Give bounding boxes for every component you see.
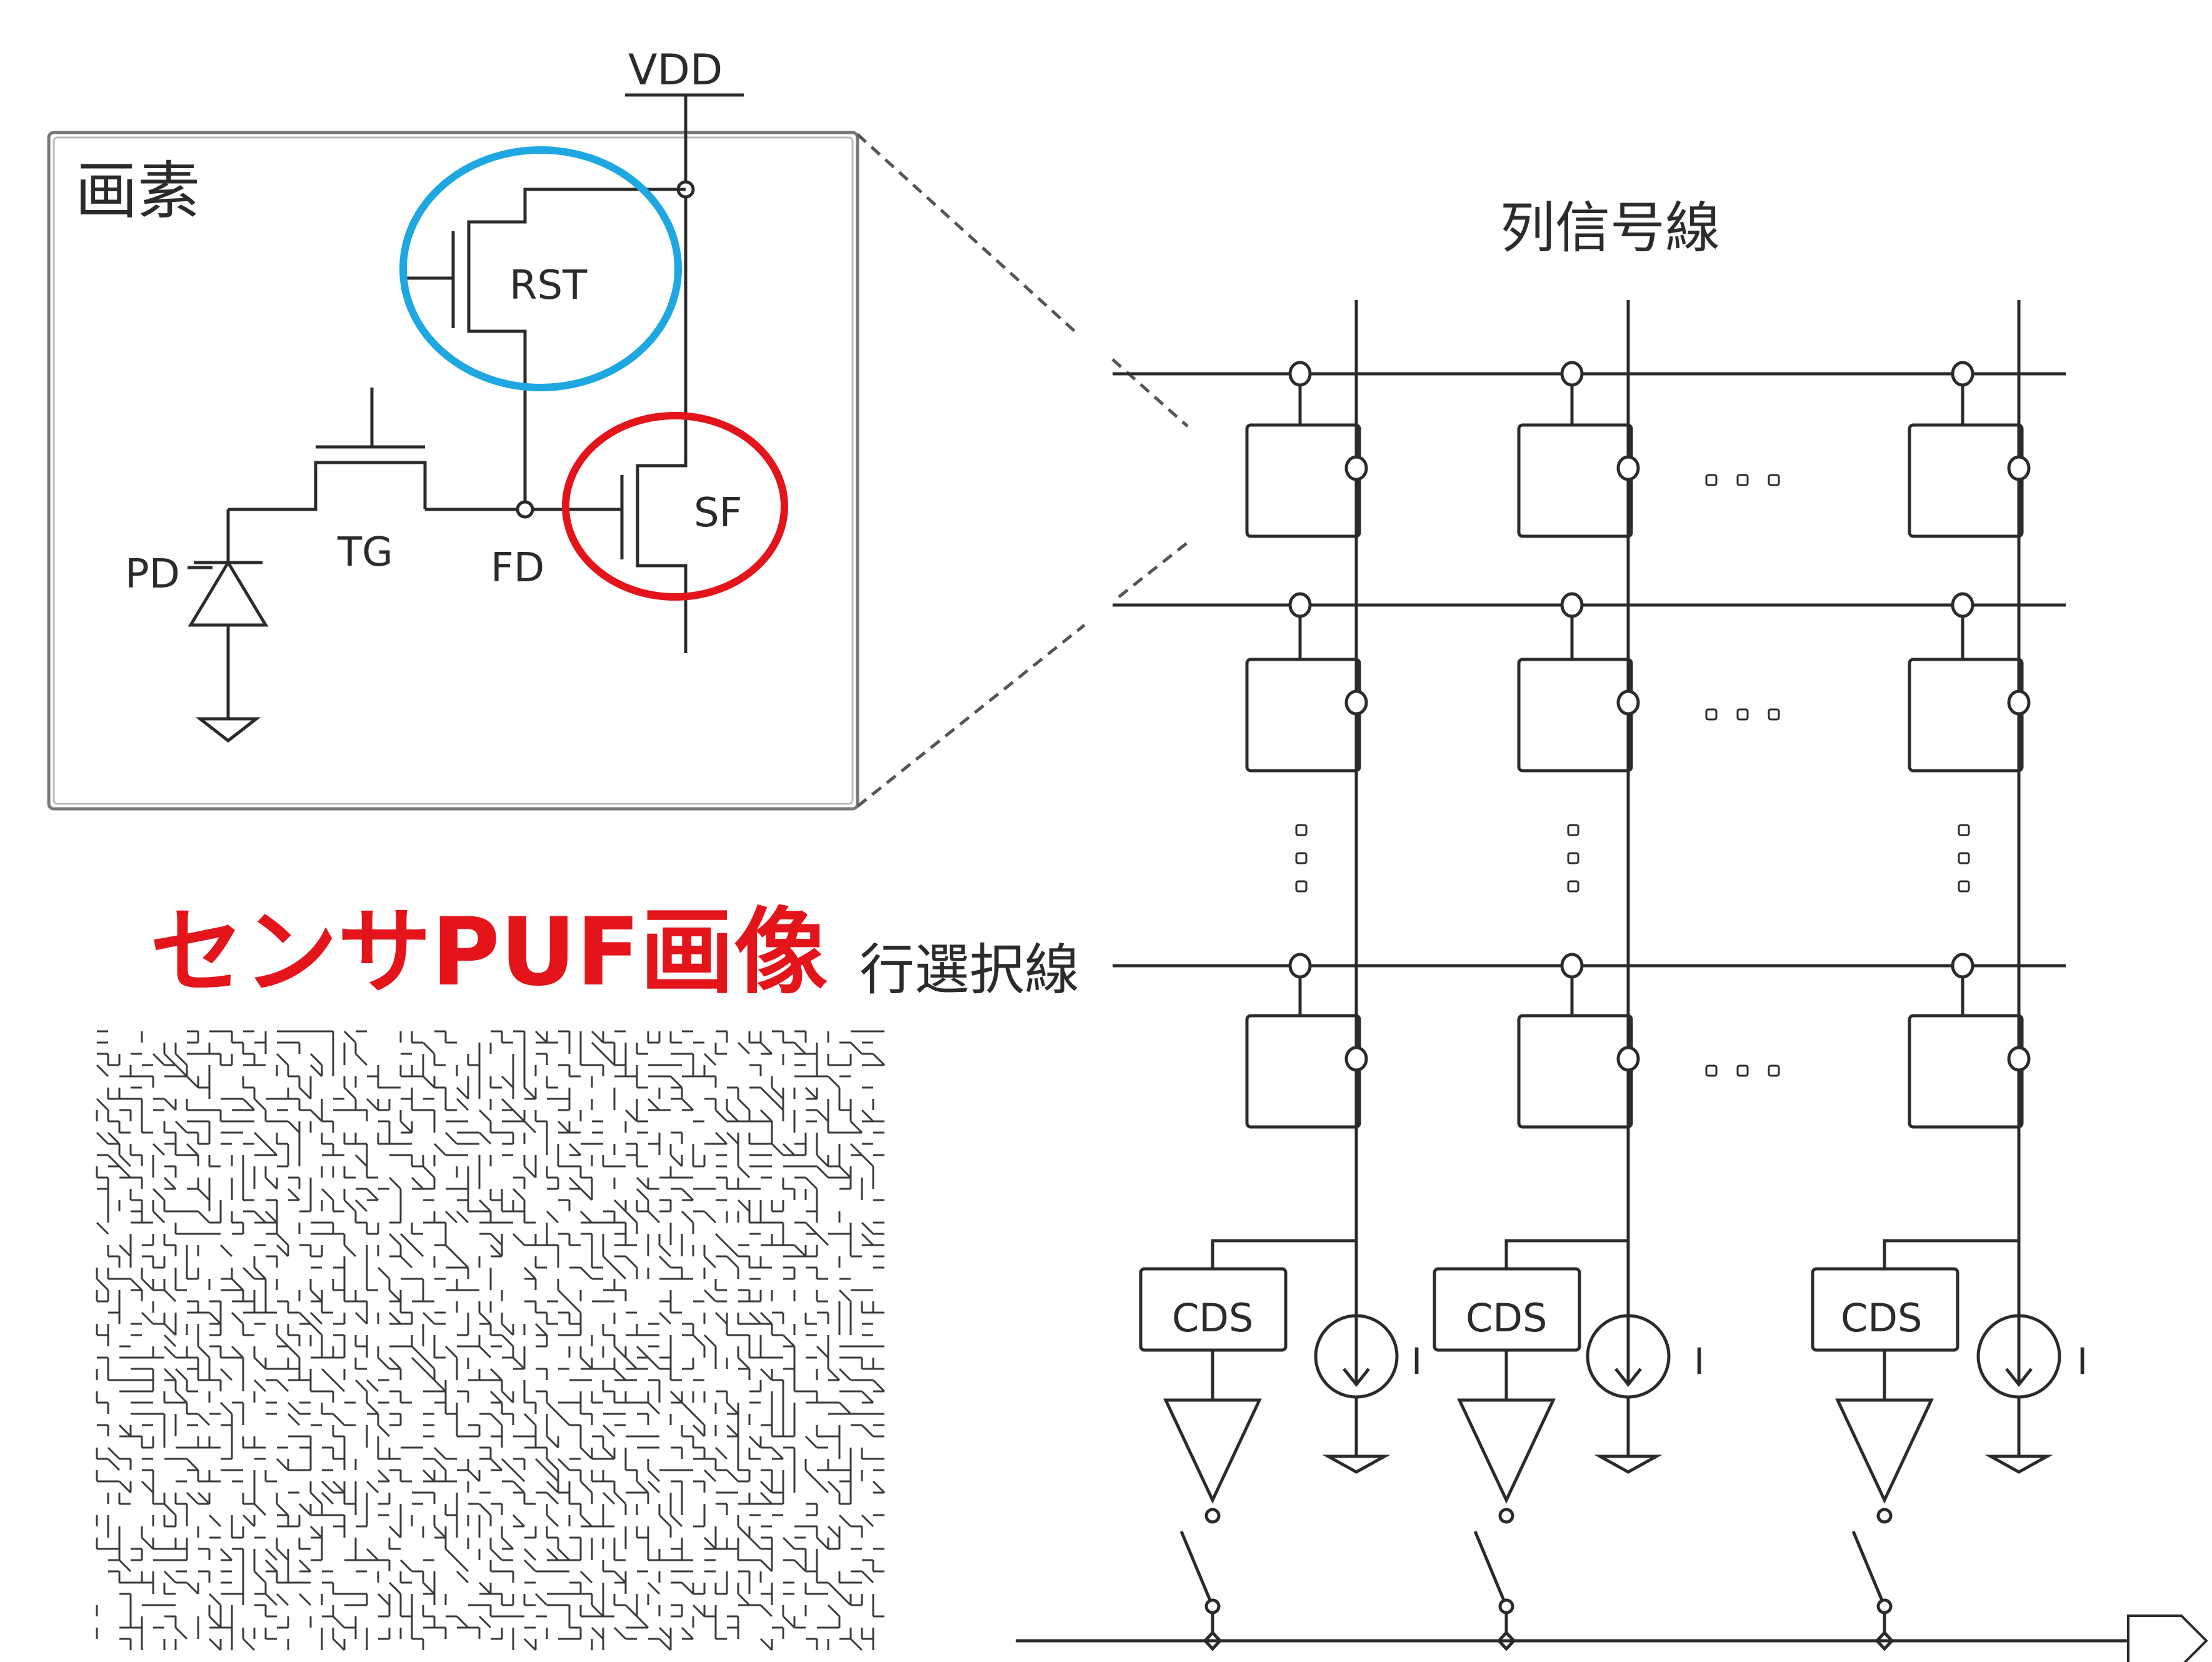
- row-node: [1288, 361, 1312, 387]
- pixel-frame: [47, 131, 859, 811]
- sf-highlight-circle: [562, 412, 788, 601]
- ellipsis-dot: [1958, 880, 1970, 893]
- rst-label: RST: [509, 263, 588, 309]
- tg-label: TG: [337, 529, 393, 576]
- sf-drain-wire: [636, 450, 688, 653]
- ellipsis-dot: [1295, 852, 1308, 864]
- puf-noise-pattern: [96, 1030, 886, 1651]
- column-node: [1344, 455, 1368, 481]
- ellipsis-dot: [1736, 708, 1749, 721]
- row-node: [1951, 361, 1974, 387]
- buffer-out-node: [1498, 1508, 1514, 1524]
- ellipsis-dot: [1736, 1064, 1749, 1077]
- zoom-callout-lines: [856, 133, 1189, 808]
- ellipsis-dot: [1295, 824, 1308, 836]
- buffer-out-node: [1204, 1508, 1221, 1524]
- cds-label-2: CDS: [1466, 1295, 1547, 1341]
- column-node: [1616, 455, 1640, 481]
- row-node: [1560, 953, 1584, 979]
- pd-ground-icon: [195, 717, 261, 743]
- pixel-array: [1016, 300, 2208, 1662]
- column-node: [1344, 1046, 1368, 1072]
- rst-drain-wire: [467, 188, 686, 509]
- pixel-cell: [1245, 423, 1361, 538]
- buffer-out-node: [1876, 1508, 1893, 1524]
- ellipsis-dot: [1295, 880, 1308, 893]
- row-select-line-label: 行選択線: [859, 938, 1079, 1002]
- current-source-label-2: I: [1694, 1340, 1704, 1383]
- switch-node: [1204, 1598, 1221, 1614]
- ellipsis-dot: [1958, 852, 1970, 864]
- ground-icon: [1322, 1454, 1391, 1474]
- switch-node: [1498, 1598, 1514, 1614]
- switch-node: [1876, 1598, 1893, 1614]
- ellipsis-dot: [1705, 1064, 1718, 1077]
- buffer-amp: [1163, 1398, 1262, 1504]
- fd-node: [516, 500, 534, 519]
- tg-channel: [228, 461, 427, 511]
- pixel-cell: [1908, 1014, 2024, 1129]
- pixel-box-title: 画素: [75, 154, 200, 228]
- ellipsis-dot: [1705, 474, 1718, 486]
- buffer-amp: [1457, 1398, 1556, 1504]
- row-node: [1288, 953, 1312, 979]
- puf-title: センサPUF画像: [150, 898, 828, 1007]
- current-arrow-head: [2005, 1368, 2033, 1388]
- column-switch: [1473, 1531, 1508, 1607]
- ellipsis-dot: [1768, 708, 1780, 721]
- current-source-label-1: I: [1411, 1340, 1422, 1383]
- ellipsis-dot: [1768, 1064, 1780, 1077]
- pixel-schematic: [47, 93, 859, 811]
- row-node: [1560, 592, 1584, 618]
- row-node: [1560, 361, 1584, 387]
- pd-label: PD: [125, 551, 180, 598]
- current-source-label-3: I: [2077, 1340, 2088, 1383]
- column-node: [1616, 689, 1640, 716]
- ellipsis-dot: [1567, 852, 1579, 864]
- pixel-frame-inner: [53, 136, 854, 805]
- ground-icon: [1594, 1454, 1663, 1474]
- ellipsis-dot: [1567, 824, 1579, 836]
- pixel-cell: [1245, 1014, 1361, 1129]
- column-switch: [1851, 1531, 1886, 1607]
- pixel-cell: [1517, 658, 1633, 773]
- current-arrow-head: [1614, 1368, 1642, 1388]
- ellipsis-dot: [1736, 474, 1749, 486]
- cds-input-wire: [1883, 1239, 2019, 1269]
- pixel-cell: [1245, 658, 1361, 773]
- pixel-cell: [1908, 658, 2024, 773]
- ellipsis-dot: [1567, 880, 1579, 893]
- cds-input-wire: [1504, 1239, 1628, 1269]
- column-node: [2007, 1046, 2031, 1072]
- pixel-cell: [1908, 423, 2024, 538]
- column-node: [2007, 689, 2031, 716]
- output-arrow: [2127, 1614, 2208, 1662]
- pixel-cell: [1517, 1014, 1633, 1129]
- pd-diode-symbol: [188, 559, 269, 627]
- fd-label: FD: [491, 545, 544, 591]
- puf-noise-image: [96, 1030, 886, 1651]
- row-node: [1951, 592, 1974, 618]
- row-node: [1288, 592, 1312, 618]
- column-node: [1616, 1046, 1640, 1072]
- column-signal-line-label: 列信号線: [1500, 196, 1720, 260]
- buffer-amp: [1835, 1398, 1934, 1504]
- column-node: [1344, 689, 1368, 716]
- column-switch: [1179, 1531, 1214, 1607]
- cds-label-1: CDS: [1172, 1295, 1253, 1341]
- pixel-cell: [1517, 423, 1633, 538]
- cds-label-3: CDS: [1841, 1295, 1922, 1341]
- ellipsis-dot: [1958, 824, 1970, 836]
- ground-icon: [1984, 1454, 2053, 1474]
- rst-highlight-circle: [399, 146, 682, 391]
- vdd-label: VDD: [628, 46, 723, 95]
- cds-input-wire: [1211, 1239, 1356, 1269]
- sf-label: SF: [694, 490, 742, 536]
- ellipsis-dot: [1705, 708, 1718, 721]
- column-node: [2007, 455, 2031, 481]
- ellipsis-dot: [1768, 474, 1780, 486]
- row-node: [1951, 953, 1974, 979]
- current-arrow-head: [1343, 1368, 1370, 1388]
